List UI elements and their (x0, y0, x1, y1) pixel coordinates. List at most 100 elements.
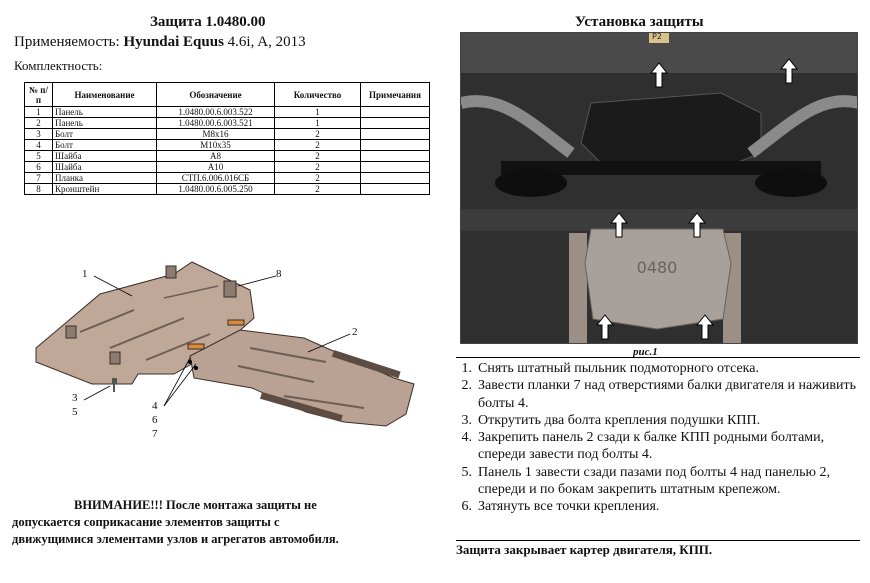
callout-3: 3 (72, 392, 78, 404)
installation-steps: 1. Снять штатный пыльник подмоторного отс… (458, 360, 863, 516)
cell-notes (360, 172, 430, 184)
cell-notes (360, 106, 430, 118)
cell-number: 8 (24, 183, 53, 195)
photo-exhaust-left (569, 233, 587, 343)
panel-2-shape (189, 329, 415, 427)
cell-notes (360, 150, 430, 162)
cell-name: Планка (52, 172, 157, 184)
installation-title: Установка защиты (575, 14, 704, 30)
photo-tag-label: P2 (652, 32, 662, 41)
step-number: 5. (461, 464, 473, 480)
leader-dot (188, 360, 192, 364)
arrow-icon (649, 62, 669, 88)
list-item: 4. Закрепить панель 2 сзади к балке КПП р… (458, 429, 863, 464)
plate-7 (187, 343, 205, 350)
plate-7 (227, 319, 245, 326)
column-header-name: Наименование (52, 82, 157, 107)
callout-7: 7 (152, 428, 158, 440)
cell-quantity: 2 (274, 172, 361, 184)
cell-notes (360, 139, 430, 151)
callout-4: 4 (152, 400, 158, 412)
cell-number: 2 (24, 117, 53, 129)
panel-2-rib (283, 395, 365, 409)
panel-2-rib (237, 365, 315, 383)
cell-number: 7 (24, 172, 53, 184)
callout-8: 8 (276, 268, 282, 280)
bracket (65, 325, 77, 339)
cell-name: Кронштейн (52, 183, 157, 195)
cell-designation: M10x35 (156, 139, 275, 151)
assembly-drawing: 1 8 2 3 5 4 6 7 (14, 256, 444, 456)
photo-skid-plate (584, 228, 732, 330)
summary-text: Защита закрывает картер двигателя, КПП. (456, 542, 713, 557)
warning-line-1: ВНИМАНИЕ!!! После монтажа защиты не (74, 498, 317, 512)
step-text: Завести планки 7 над отверстиями балки д… (478, 378, 857, 411)
panel-1-rib (109, 317, 185, 349)
cell-number: 5 (24, 150, 53, 162)
step-number: 2. (461, 378, 473, 394)
cell-quantity: 1 (274, 117, 361, 129)
engine-spec: 4.6i, A, 2013 (227, 34, 306, 50)
step-text: Открутить два болта крепления подушки КП… (478, 412, 761, 428)
column-header-designation: Обозначение (156, 82, 275, 107)
cell-name: Болт (52, 139, 157, 151)
vehicle-model: Hyundai Equus (123, 34, 224, 50)
bracket (165, 265, 177, 279)
cell-designation: A8 (156, 150, 275, 162)
applicability-label: Применяемость: (14, 34, 120, 50)
step-text: Снять штатный пыльник подмоторного отсек… (478, 361, 759, 376)
cell-notes (360, 128, 430, 140)
column-header-notes: Примечания (360, 82, 430, 107)
warning-line-3: движущимися элементами узлов и агрегатов… (12, 532, 339, 546)
bracket (109, 351, 121, 365)
panel-2-flange (260, 391, 343, 422)
leader-line (93, 275, 133, 297)
list-item: 2. Завести планки 7 над отверстиями балки… (458, 377, 863, 412)
leader-line (83, 385, 111, 401)
step-number: 6. (461, 499, 473, 515)
step-number: 4. (461, 430, 473, 446)
assembly-drawing-svg (35, 261, 415, 427)
panel-1-rib (163, 285, 219, 299)
cell-designation: M8x16 (156, 128, 275, 140)
cell-notes (360, 183, 430, 195)
list-item: 5.Панель 1 завести сзади пазами под болт… (458, 464, 863, 499)
photo-tag (649, 33, 669, 43)
cell-notes (360, 161, 430, 173)
list-item: 6. Затянуть все точки крепления. (458, 498, 863, 515)
cell-designation: 1.0480.00.6.005.250 (156, 183, 275, 195)
panel-2-rib (249, 347, 327, 363)
photo-steering-rack (501, 161, 821, 175)
step-number: 1. (461, 361, 473, 376)
step-text: Затянуть все точки крепления. (478, 499, 660, 515)
step-text: Закрепить панель 2 сзади к балке КПП род… (478, 430, 825, 463)
kit-label: Комплектность: (14, 58, 103, 73)
photo-rack-boot-left (495, 169, 567, 197)
photo-control-arm-right (747, 95, 857, 158)
figure-caption: рис.1 (633, 346, 658, 358)
divider-line (456, 357, 860, 358)
arrow-icon (687, 212, 707, 238)
cell-designation: 1.0480.00.6.003.521 (156, 117, 275, 129)
cell-number: 1 (24, 106, 53, 118)
cell-number: 4 (24, 139, 53, 151)
cell-quantity: 2 (274, 150, 361, 162)
leader-line (307, 333, 351, 353)
installation-photo: 0480 P2 (460, 32, 858, 344)
cell-quantity: 2 (274, 183, 361, 195)
cell-name: Панель (52, 106, 157, 118)
cell-number: 6 (24, 161, 53, 173)
arrow-icon (695, 314, 715, 340)
arrow-icon (609, 212, 629, 238)
panel-1-rib (79, 309, 135, 333)
photo-crossmember (461, 209, 857, 231)
panel-2-flange (331, 350, 401, 379)
bolt-3 (112, 378, 117, 384)
leader-dot (194, 366, 198, 370)
installation-photo-svg: 0480 (461, 33, 857, 343)
